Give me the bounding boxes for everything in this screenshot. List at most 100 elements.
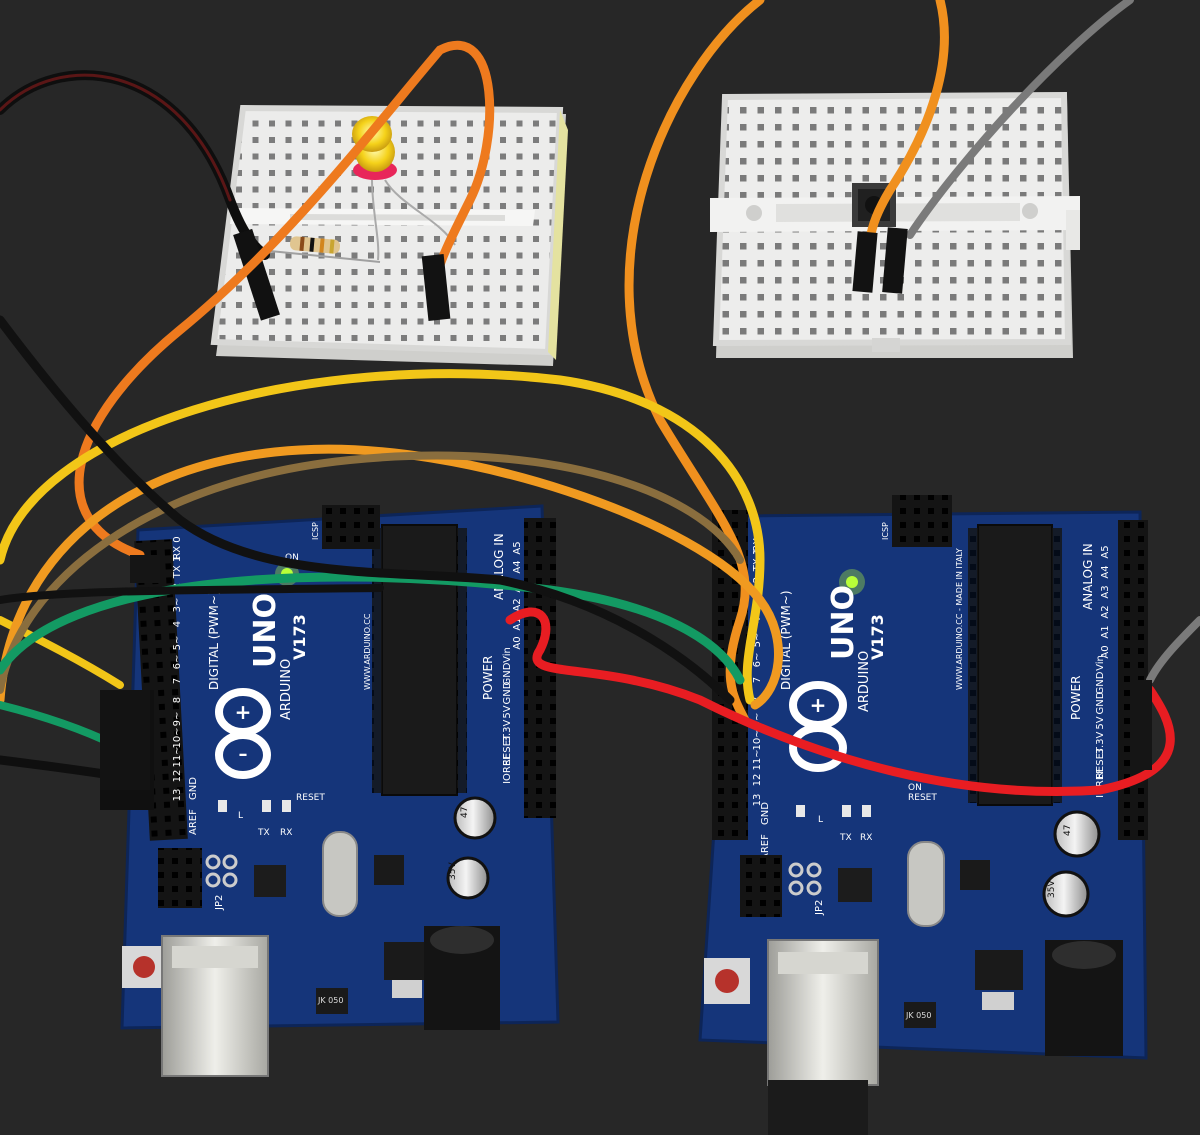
pin-label: 7 (752, 677, 763, 683)
pin-label: 3~ (172, 598, 183, 613)
pin-label: 10~ (752, 729, 763, 750)
brand-name: ARDUINO (857, 651, 872, 712)
pin-label: A0 (1100, 645, 1111, 658)
url-label: WWW.ARDUINO.CC (363, 613, 372, 690)
pin-label: 5V (1095, 716, 1106, 729)
pin-label: 9~ (752, 713, 763, 728)
pin-label: A4 (512, 560, 523, 573)
pin-label: IOREF (502, 754, 513, 784)
svg-text:JK 050: JK 050 (905, 1011, 931, 1020)
pin-label: 4 (172, 621, 183, 627)
pin-label: 3.3V (1095, 731, 1106, 754)
pin-label: Vin (1095, 655, 1106, 671)
version-label: V173 (868, 614, 887, 660)
power-led (846, 576, 858, 588)
wire-orange (624, 0, 765, 725)
svg-text:47: 47 (460, 807, 470, 818)
pin-label: GND (502, 662, 513, 685)
gnd-label: GND (760, 802, 771, 825)
pin-label: 5V (502, 705, 513, 718)
pin-label: RESET (502, 733, 513, 766)
icsp-header[interactable] (322, 505, 380, 549)
tx-label: TX (839, 833, 852, 843)
pin-label: 12 (752, 774, 763, 787)
crystal (322, 831, 358, 917)
rx-label: RX (280, 828, 292, 838)
l-label: L (818, 815, 823, 825)
atmega-chip (977, 524, 1053, 806)
wire-orange (74, 40, 495, 560)
digital-label: DIGITAL (PWM~) (207, 590, 221, 690)
icsp-header[interactable] (892, 495, 952, 547)
svg-text:–: – (239, 744, 248, 765)
pin-label: A2 (1100, 605, 1111, 618)
logo-uno: UNO (826, 585, 861, 660)
version-label: V173 (290, 614, 309, 660)
pin-label: 12 (172, 770, 183, 783)
gnd-label: GND (188, 777, 199, 800)
pin-label: IOREF (1095, 768, 1106, 798)
svg-text:35V: 35V (1047, 880, 1057, 898)
pin-label: 7 (172, 678, 183, 684)
wire-red (505, 607, 1175, 797)
pin-label: 3.3V (502, 719, 513, 742)
url-label: WWW.ARDUINO.CC - MADE IN ITALY (955, 548, 964, 690)
regulator (384, 942, 430, 980)
aref-label: AREF (760, 834, 771, 860)
l-label: L (238, 811, 243, 821)
jp2-label: JP2 (814, 900, 825, 916)
pin-label: A0 (512, 636, 523, 649)
svg-text:+: + (810, 693, 827, 717)
pin-label: GND (1095, 691, 1106, 714)
pin-label: 5~ (172, 636, 183, 651)
on-label: ON (285, 553, 299, 563)
brand-name: ARDUINO (279, 659, 294, 720)
svg-text:+: + (235, 700, 252, 724)
pin-label: RX 0 (172, 536, 183, 559)
capacitor: 35V (446, 856, 490, 900)
digital-label: DIGITAL (PWM~) (779, 590, 793, 690)
breadboard-right (710, 91, 1080, 358)
pin-label: RESET (1095, 746, 1106, 779)
rx-label: RX (860, 833, 872, 843)
pin-label: GND (1095, 671, 1106, 694)
arduino-board-right: – + UNO ARDUINO V173 DIGITAL (PWM~) ANAL… (698, 495, 1148, 1135)
on-label: ON (908, 783, 922, 793)
atmega-chip (381, 524, 458, 796)
svg-text:JK 050: JK 050 (317, 996, 343, 1005)
pin-label: A5 (1100, 545, 1111, 558)
pin-label: Vin (502, 647, 513, 663)
capacitor: 47 (453, 796, 497, 840)
usb-chip (838, 868, 872, 902)
pin-label: 5~ (752, 633, 763, 648)
resistor (259, 236, 381, 263)
pin-label: 13 (172, 789, 183, 802)
power-label: POWER (1069, 676, 1083, 720)
wire-black (0, 315, 735, 705)
pin-label: A1 (1100, 625, 1111, 638)
pin-label: 13 (752, 794, 763, 807)
analog-label: ANALOG IN (492, 533, 506, 600)
power-label: POWER (481, 656, 495, 700)
pin-label: A2 (512, 598, 523, 611)
analog-label: ANALOG IN (1081, 543, 1095, 610)
usb-cable (768, 1080, 868, 1135)
icsp-label: ICSP (881, 522, 890, 540)
capacitor: 47 (1053, 810, 1101, 858)
pin-label: A1 (512, 617, 523, 630)
svg-text:35V: 35V (448, 862, 458, 880)
pin-label: TX 1 (172, 556, 183, 580)
capacitor: 35V (1042, 870, 1090, 918)
pin-label: 10~ (172, 727, 183, 748)
pin-label: 11~ (752, 749, 763, 770)
logo-uno: UNO (248, 593, 283, 668)
tx-label: TX (257, 828, 270, 838)
usb-chip (254, 865, 286, 897)
pin-label: GND (502, 681, 513, 704)
pin-label: A3 (1100, 585, 1111, 598)
